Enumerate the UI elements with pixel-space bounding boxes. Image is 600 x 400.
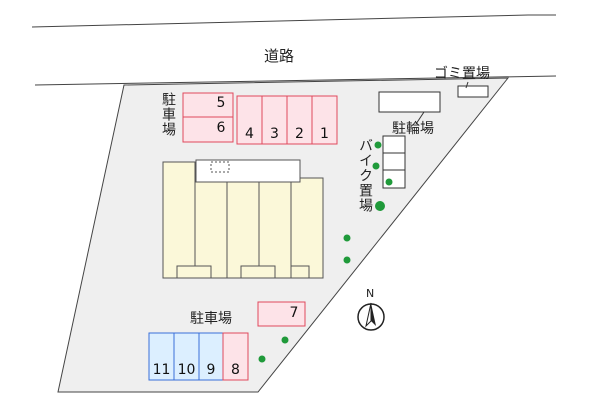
tree-icon [374,141,382,149]
stall-number-7: 7 [289,305,299,321]
parking-stall-2[interactable] [286,95,313,145]
north-label: N [366,287,375,300]
garbage-area [457,85,489,98]
tree-icon [385,178,393,186]
parking-top [182,92,338,145]
stall-number-11: 11 [152,362,171,378]
stall-number-10: 10 [177,362,196,378]
stall-number-8: 8 [231,362,240,378]
parking-stall-6[interactable] [182,116,234,143]
garbage-label: ゴミ置場 [434,66,490,82]
parking-stall-4[interactable] [236,95,263,145]
tree-icon [372,162,380,170]
parking-stall-9[interactable] [198,332,224,381]
bicycle-parking-area [378,91,441,113]
garbage-pointer [465,81,469,89]
parking-stall-7[interactable] [257,301,306,327]
road-edge-bottom [34,75,557,86]
stall-number-6: 6 [216,120,226,136]
tree-icon [258,355,266,363]
parking-stall-8[interactable] [222,332,249,381]
stall-number-9: 9 [206,362,216,378]
parking-bottom [148,332,249,381]
tree-icon [343,256,351,264]
tree-icon [375,201,385,211]
trees [258,141,393,363]
parking-stall-10[interactable] [173,332,200,381]
parking-bottom-label: 駐車場 [190,311,232,327]
apartment-building [162,159,324,279]
stall-number-1: 1 [320,126,329,142]
parking-stall-11[interactable] [148,332,175,381]
tree-icon [281,336,289,344]
parking-top-label: 駐車場 [160,92,176,137]
stall-number-4: 4 [245,126,254,142]
bike-parking-structure [382,135,406,189]
road-label: 道路 [264,47,295,65]
stall-number-2: 2 [295,126,304,142]
bike-parking-label: バイク置場 [357,138,373,213]
parking-stall-5[interactable] [182,92,234,118]
bicycle-parking-pointer [415,111,425,125]
road-edge-top [31,14,529,28]
parking-stall-3[interactable] [261,95,288,145]
stall-number-5: 5 [216,95,226,111]
stall-number-3: 3 [270,126,279,142]
parking-stall-1[interactable] [311,95,338,145]
compass-north-icon [357,302,385,331]
tree-icon [343,234,351,242]
bicycle-parking-label: 駐輪場 [392,121,434,137]
